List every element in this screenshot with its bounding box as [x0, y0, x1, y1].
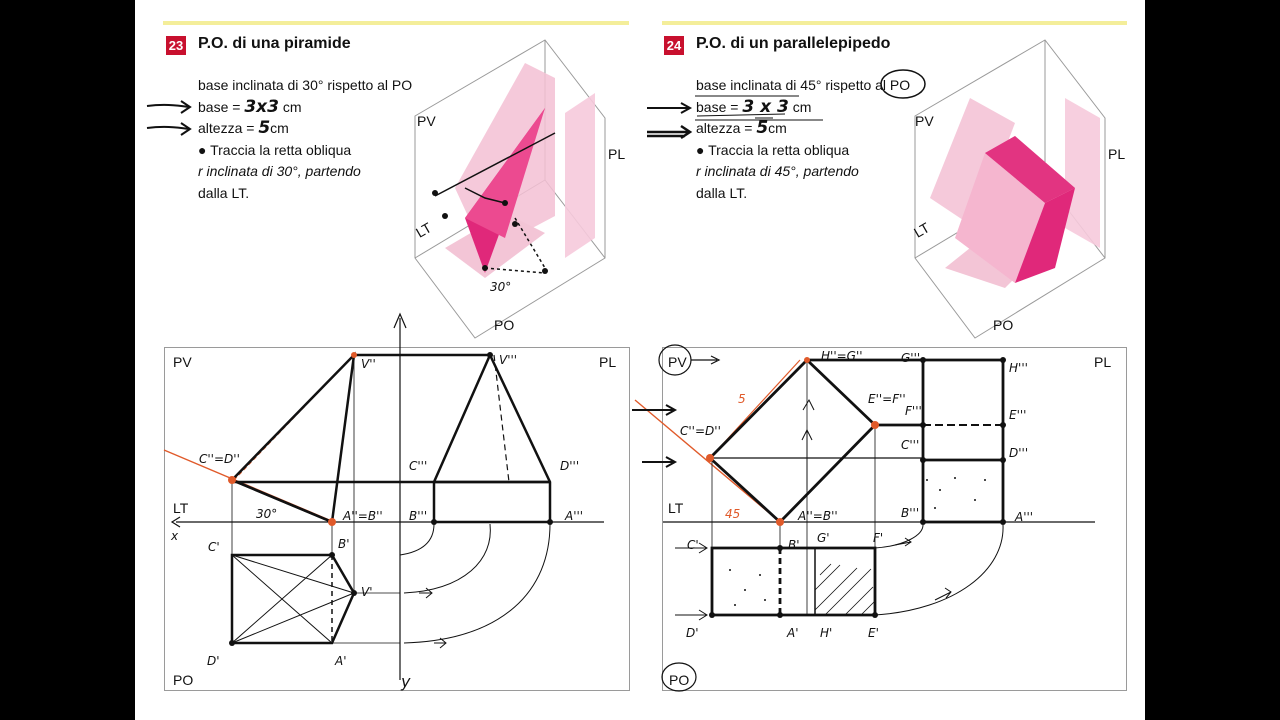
- label-angle: 30°: [256, 507, 278, 521]
- label-b1-24: B': [788, 538, 800, 552]
- label-c1: C': [208, 540, 220, 554]
- pen-arrows-23: [146, 100, 192, 136]
- label-v2: V'': [361, 357, 376, 371]
- label-g3: G''': [901, 351, 921, 365]
- label-pl-3d: PL: [608, 146, 626, 162]
- label-y-axis: y: [401, 672, 411, 691]
- label-e3: E''': [1009, 408, 1027, 422]
- label-v1: V': [361, 585, 373, 599]
- text-line: r inclinata di 45°, partendo: [696, 163, 859, 179]
- label-b1: B': [338, 537, 350, 551]
- label-a2b2: A''=B'': [343, 509, 383, 523]
- label-e2f2: E''=F'': [868, 392, 906, 406]
- text-line: dalla LT.: [198, 184, 250, 201]
- header-rule-right: [662, 21, 1127, 25]
- text-line: ● Traccia la retta obliqua: [198, 141, 352, 158]
- label-d3-24: D''': [1009, 446, 1029, 460]
- pyramid-orthographic-drawing: [163, 312, 604, 680]
- label-f1: F': [873, 531, 884, 545]
- text-line: altezza = 5cm: [198, 118, 289, 138]
- label-d1-24: D': [686, 626, 699, 640]
- label-po-3d-24: PO: [993, 317, 1014, 333]
- label-po-3d: PO: [494, 317, 515, 333]
- label-a1: A': [335, 654, 347, 668]
- parallelepiped-3d-diagram: [914, 39, 1106, 339]
- label-pl-24: PL: [1094, 354, 1112, 370]
- text-line: base inclinata di 30° rispetto al PO: [198, 77, 413, 93]
- drawing-frame-24: [662, 347, 1127, 691]
- parallelepiped-orthographic-drawing: [634, 344, 1095, 692]
- label-a3: A''': [565, 509, 584, 523]
- label-e1: E': [868, 626, 879, 640]
- label-h2g2: H''=G'': [821, 349, 863, 363]
- text-line: base = 3x3 cm: [198, 96, 302, 117]
- label-a1-24: A': [787, 626, 799, 640]
- text-line: base = 3 x 3 cm: [696, 96, 812, 117]
- label-b3: B''': [409, 509, 428, 523]
- label-h1: H': [820, 626, 833, 640]
- label-x-axis: x: [171, 529, 179, 543]
- label-po: PO: [173, 672, 194, 688]
- drawing-frame-23: [164, 347, 630, 691]
- label-c1-24: C': [687, 538, 699, 552]
- label-pv-24: PV: [668, 354, 687, 370]
- label-pl: PL: [599, 354, 617, 370]
- label-g1: G': [817, 531, 830, 545]
- label-h3: H''': [1009, 361, 1028, 375]
- exercise-title-24: P.O. di un parallelepipedo: [696, 35, 891, 52]
- label-a2b2-24: A''=B'': [798, 509, 838, 523]
- pyramid-3d-diagram: [414, 39, 606, 339]
- textbook-page: 23 P.O. di una piramide base inclinata d…: [135, 0, 1145, 720]
- label-pv: PV: [173, 354, 192, 370]
- label-pl-3d-24: PL: [1108, 146, 1126, 162]
- label-c2d2-24: C''=D'': [680, 424, 721, 438]
- label-lt-24: LT: [668, 500, 684, 516]
- text-line: dalla LT.: [696, 184, 748, 201]
- text-line: r inclinata di 30°, partendo: [198, 163, 361, 179]
- exercise-title-23: P.O. di una piramide: [198, 35, 351, 52]
- label-a3-24: A''': [1015, 510, 1034, 524]
- label-c3: C''': [409, 459, 428, 473]
- pen-arrows-drawing-24: [632, 404, 678, 468]
- pen-marks-24: [695, 69, 926, 121]
- label-c3-24: C''': [901, 438, 920, 452]
- label-pv-3d-24: PV: [915, 113, 934, 129]
- header-rule-left: [163, 21, 629, 25]
- exercise-text-24: base inclinata di 45° rispetto al PO bas…: [696, 75, 910, 204]
- label-v3: V''': [499, 353, 518, 367]
- text-line: base inclinata di 45° rispetto al PO: [696, 77, 911, 93]
- exercise-text-23: base inclinata di 30° rispetto al PO bas…: [198, 75, 412, 204]
- label-d3: D''': [560, 459, 580, 473]
- label-f3: F''': [905, 404, 922, 418]
- label-po-24: PO: [669, 672, 690, 688]
- pen-arrows-24: [647, 102, 693, 140]
- exercise-number-24: 24: [664, 36, 684, 55]
- label-angle-24: 45: [725, 507, 741, 521]
- label-c2d2: C''=D'': [199, 452, 240, 466]
- label-angle-3d: 30°: [490, 280, 512, 294]
- text-line: altezza = 5cm: [696, 118, 787, 138]
- label-lt: LT: [173, 500, 189, 516]
- label-length: 5: [738, 392, 746, 406]
- exercise-number-23: 23: [166, 36, 186, 55]
- text-line: ● Traccia la retta obliqua: [696, 141, 850, 158]
- label-pv-3d: PV: [417, 113, 436, 129]
- label-b3-24: B''': [901, 506, 920, 520]
- label-d1: D': [207, 654, 220, 668]
